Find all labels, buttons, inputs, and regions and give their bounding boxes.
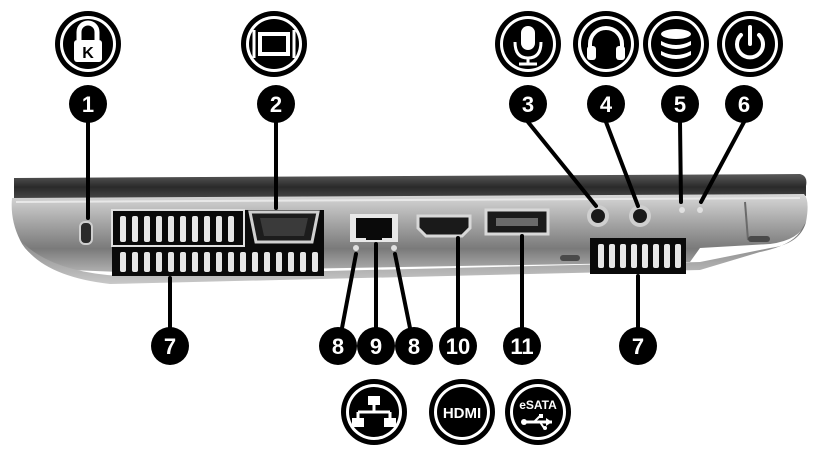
callout-c7a: 7	[151, 327, 189, 365]
rj45-jack	[350, 214, 398, 242]
vent-slat	[312, 252, 318, 272]
vent-slat	[120, 216, 126, 242]
vent-slat	[180, 252, 186, 272]
lock-icon: K	[55, 11, 121, 77]
svg-text:K: K	[82, 45, 94, 62]
callout-number: 8	[332, 334, 344, 359]
vent-slat	[156, 252, 162, 272]
vent-slat	[204, 216, 210, 242]
callout-number: 7	[164, 334, 176, 359]
callout-number: 9	[370, 334, 382, 359]
callout-number: 8	[408, 334, 420, 359]
vent-slat	[653, 244, 659, 268]
callout-c2: 2	[257, 85, 295, 123]
esata-usb-icon: eSATA	[505, 379, 571, 445]
vent-slat	[276, 252, 282, 272]
vent-slat	[168, 252, 174, 272]
vent-slat	[631, 244, 637, 268]
audio-out-jack	[629, 205, 651, 227]
callout-number: 5	[674, 92, 686, 117]
callout-c8b: 8	[395, 327, 433, 365]
vent-slat	[609, 244, 615, 268]
audio-in-jack	[587, 205, 609, 227]
vent-slat	[144, 216, 150, 242]
callout-number: 10	[446, 334, 470, 359]
vent-slat	[598, 244, 604, 268]
vent-slat	[288, 252, 294, 272]
vent-slat	[192, 216, 198, 242]
callout-number: 1	[82, 92, 94, 117]
network-light-right	[391, 245, 397, 251]
vent-slat	[120, 252, 126, 272]
vent-slat	[180, 216, 186, 242]
hdmi-port	[416, 214, 472, 238]
callout-c7b: 7	[619, 327, 657, 365]
callout-c5: 5	[661, 85, 699, 123]
microphone-icon	[495, 11, 561, 77]
vent-slat	[132, 252, 138, 272]
callout-number: 11	[510, 334, 533, 359]
vent-slat	[156, 216, 162, 242]
hdmi-icon: HDMI	[429, 379, 495, 445]
vga-port	[248, 210, 320, 244]
esata-usb-port	[484, 208, 550, 236]
callout-c11: 11	[503, 327, 541, 365]
vent-slat	[252, 252, 258, 272]
vent-slat	[664, 244, 670, 268]
drive-icon	[643, 11, 709, 77]
drive-light	[679, 207, 685, 213]
callout-c8a: 8	[319, 327, 357, 365]
leader-lines	[86, 120, 746, 330]
callout-c4: 4	[587, 85, 625, 123]
callout-number: 6	[738, 92, 750, 117]
vent-slat	[240, 252, 246, 272]
headphones-icon	[573, 11, 639, 77]
network-light-left	[353, 245, 359, 251]
vent-slat	[620, 244, 626, 268]
callout-c6: 6	[725, 85, 763, 123]
vent-slat	[192, 252, 198, 272]
power-light	[697, 207, 703, 213]
callout-c3: 3	[509, 85, 547, 123]
monitor-icon	[241, 11, 307, 77]
network-icon	[341, 379, 407, 445]
vent-slat	[132, 216, 138, 242]
vent-slat	[144, 252, 150, 272]
vent-slat	[216, 252, 222, 272]
vent-slat	[642, 244, 648, 268]
vent-slat	[228, 252, 234, 272]
hdmi-label: HDMI	[443, 405, 481, 422]
vent-slat	[300, 252, 306, 272]
callouts: 1 2 3 4 5 6 7 7 8 9 8 10 11	[69, 85, 763, 365]
vent-slat	[204, 252, 210, 272]
esata-label: eSATA	[519, 398, 557, 412]
vent-right	[590, 238, 686, 274]
callout-number: 3	[522, 92, 534, 117]
callout-number: 2	[270, 92, 282, 117]
callout-c10: 10	[439, 327, 477, 365]
vent-slat	[168, 216, 174, 242]
vent-slat	[675, 244, 681, 268]
vent-slat	[228, 216, 234, 242]
power-icon	[717, 11, 783, 77]
callout-number: 4	[600, 92, 613, 117]
security-cable-slot	[79, 221, 93, 245]
callout-c1: 1	[69, 85, 107, 123]
callout-number: 7	[632, 334, 644, 359]
vent-slat	[264, 252, 270, 272]
callout-c9: 9	[357, 327, 395, 365]
vent-slat	[216, 216, 222, 242]
